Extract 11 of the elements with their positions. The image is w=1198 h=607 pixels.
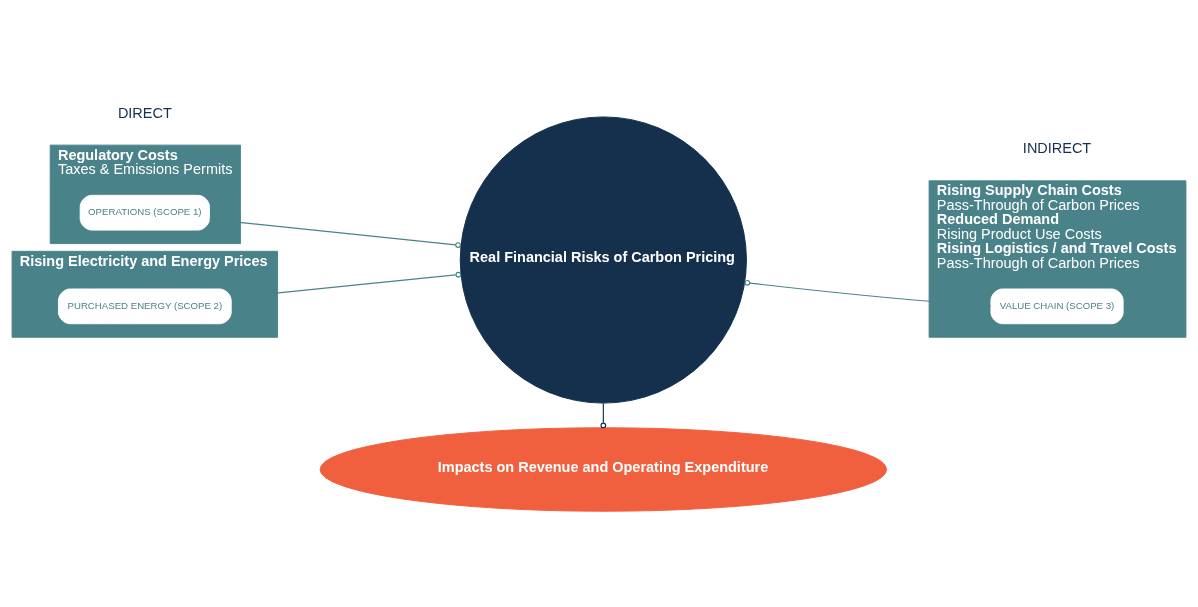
node-ellipse: Impacts on Revenue and Operating Expenditure	[319, 426, 888, 512]
node-circle: Real Financial Risks of Carbon Pricing	[459, 115, 747, 404]
label: INDIRECT	[1022, 139, 1092, 156]
label: DIRECT	[117, 104, 172, 121]
connector	[744, 279, 992, 307]
node-box: PURCHASED ENERGY (SCOPE 2)	[57, 288, 232, 324]
node-box: VALUE CHAIN (SCOPE 3)	[990, 288, 1124, 324]
connector	[209, 218, 461, 248]
node-box: OPERATIONS (SCOPE 1)	[79, 194, 210, 231]
connector	[230, 271, 462, 298]
connector	[600, 402, 607, 428]
